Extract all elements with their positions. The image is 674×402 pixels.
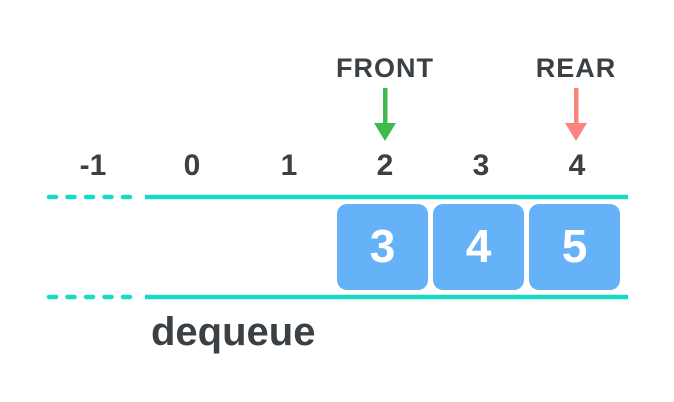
- queue-cell-value: 5: [561, 220, 588, 272]
- index-label-0: 0: [183, 149, 201, 182]
- index-label-neg1: -1: [79, 149, 107, 182]
- front-arrow-down-icon: [374, 88, 396, 141]
- queue-cell: 4: [433, 204, 524, 290]
- front-pointer-label: FRONT: [336, 53, 434, 83]
- queue-cell-value: 3: [369, 220, 396, 272]
- index-label-1: 1: [280, 149, 298, 182]
- queue-track-top-line: [46, 194, 628, 200]
- index-label-2: 2: [376, 149, 394, 182]
- index-label-4: 4: [568, 149, 586, 182]
- rear-arrow-down-icon: [565, 88, 587, 141]
- queue-cell-value: 4: [465, 220, 492, 272]
- operation-label: dequeue: [151, 310, 316, 354]
- queue-cell: 3: [337, 204, 428, 290]
- queue-cell: 5: [529, 204, 620, 290]
- rear-pointer-label: REAR: [535, 53, 617, 83]
- index-label-3: 3: [472, 149, 490, 182]
- queue-track-bottom-line: [46, 294, 628, 300]
